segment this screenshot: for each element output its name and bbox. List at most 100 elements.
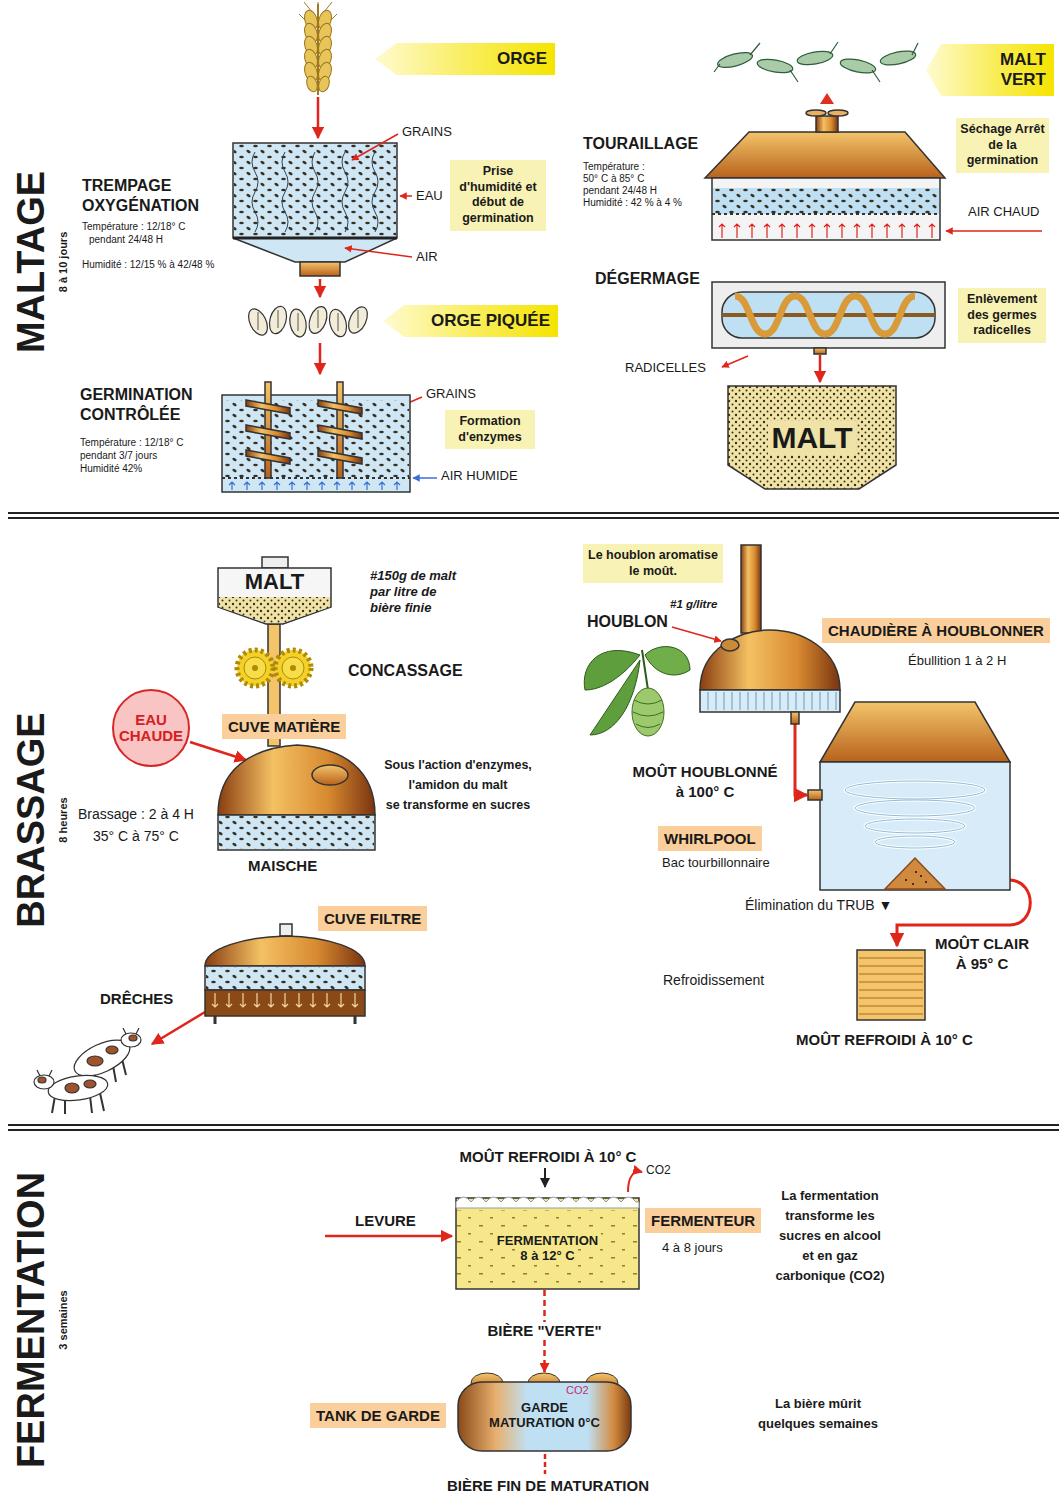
edge-label: BIÈRE "VERTE" (483, 1322, 605, 1340)
sprouted-barley (258, 310, 358, 331)
step-tag: FERMENTEUR (645, 1208, 761, 1233)
green-malt (714, 42, 918, 82)
hop-kettle (700, 630, 840, 690)
germination-tank (246, 400, 290, 414)
kiln (713, 188, 939, 214)
maturation-tank (458, 1382, 631, 1451)
note-box: Enlèvement des germes radicelles (958, 288, 1046, 343)
node-text: Formation d'enzymes (449, 414, 531, 445)
text-label: #1 g/litre (670, 598, 717, 612)
node-text: Le houblon aromatise le moût. (587, 548, 719, 579)
text-label: HOUBLON (587, 612, 668, 631)
text-label: #150g de malt (370, 568, 456, 584)
germination-tank (318, 450, 362, 464)
steeping-tank (233, 237, 397, 240)
germination-tank (246, 450, 290, 464)
mash-tun (312, 765, 348, 785)
crusher-rollers (252, 665, 258, 671)
malt-hopper (219, 597, 330, 623)
text-label: CONCASSAGE (348, 661, 463, 680)
whirlpool-tank (865, 819, 965, 833)
steeping-tank (233, 143, 397, 262)
text-label: Température : 12/18° C (82, 221, 186, 233)
text-label: Humidité 42% (80, 463, 142, 475)
degermination-trough (712, 282, 945, 348)
degermination-trough (712, 282, 945, 354)
arrow-tag (926, 44, 1054, 96)
text-label: Ébullition 1 à 2 H (908, 653, 1006, 669)
separator (8, 1129, 1059, 1131)
malt-silo (728, 386, 896, 489)
lauter-tun (205, 924, 365, 1024)
text-label: AIR (416, 249, 438, 265)
hop-kettle (708, 692, 836, 710)
green-malt (879, 48, 917, 67)
note-box: Prise d'humidité et début de germination (450, 160, 546, 231)
whirlpool-tank (885, 858, 945, 889)
step-tag: CHAUDIÈRE À HOUBLONNER (822, 618, 1050, 643)
text-label: TOURAILLAGE (583, 134, 698, 153)
node-text: MALT VERT (956, 50, 1046, 90)
separator (8, 512, 1059, 514)
text-label: 35° C à 75° C (93, 828, 179, 845)
text-label: Élimination du TRUB ▼ (745, 897, 892, 914)
flow-arrow (319, 343, 322, 374)
flow-arrow (352, 134, 398, 160)
flow-arrow (544, 1168, 546, 1187)
flow-arrow (345, 248, 412, 257)
flow-arrow (413, 477, 437, 479)
flow-arrow (152, 1012, 205, 1044)
node-text: ORGE PIQUÉE (413, 311, 550, 331)
text-label: MOÛT CLAIR (935, 935, 1029, 953)
node-text: MALT (768, 421, 855, 455)
text-label: à 100° C (676, 783, 735, 801)
text-label: MOÛT HOUBLONNÉ (633, 763, 778, 781)
text-label: MOÛT REFROIDI À 10° C (460, 1148, 637, 1166)
cows (37, 1070, 52, 1076)
flow-arrow (319, 279, 322, 297)
germination-tank (318, 425, 362, 439)
degermination-trough (735, 296, 915, 334)
mash-tun (219, 816, 374, 849)
text-label: À 95° C (956, 955, 1009, 973)
cows (106, 1046, 118, 1054)
hop-plant (632, 688, 664, 736)
text-label: RADICELLES (625, 360, 706, 376)
whirlpool-tank (820, 762, 1010, 890)
text-label: MOÛT REFROIDI À 10° C (796, 1031, 973, 1049)
text-label: Bac tourbillonnaire (662, 855, 770, 871)
node-text: Prise d'humidité et début de germination (454, 164, 542, 227)
text-label: carbonique (CO2) (775, 1268, 884, 1284)
flow-arrow (190, 742, 246, 760)
node-text: Enlèvement des germes radicelles (962, 292, 1042, 339)
node-text: CHAUDIÈRE À HOUBLONNER (828, 621, 1044, 640)
lauter-tun (206, 967, 364, 989)
crusher-rollers (237, 650, 311, 686)
text-label: Sous l'action d'enzymes, (384, 758, 532, 773)
degermination-trough (722, 292, 935, 338)
node-text: ORGE (405, 49, 547, 69)
whirlpool-tank (875, 836, 955, 848)
note-box: Formation d'enzymes (445, 410, 535, 449)
text-label: LEVURE (355, 1212, 416, 1230)
node-text: Séchage Arrêt de la germination (960, 122, 1045, 169)
whirlpool-tank (845, 781, 985, 848)
arrow-tag: ORGE (375, 43, 555, 75)
node-text: MATURATION 0°C (486, 1415, 603, 1430)
kiln (705, 132, 945, 178)
text-label: TREMPAGE (82, 176, 171, 195)
germination-tank (246, 425, 290, 439)
crusher-rollers (275, 650, 311, 686)
flow-arrow (152, 97, 1042, 1474)
green-malt (716, 50, 754, 71)
step-tag: CUVE MATIÈRE (222, 714, 346, 739)
section-title: BRASSAGE (9, 712, 55, 927)
hop-plant (590, 660, 640, 735)
cows (65, 1083, 79, 1093)
barley-ear (302, 9, 334, 94)
water-circle: EAU CHAUDE (112, 689, 190, 767)
crusher-rollers (237, 650, 273, 686)
node-text: CUVE FILTRE (324, 909, 421, 928)
text-label: et en gaz (802, 1248, 858, 1264)
step-tag: CUVE FILTRE (318, 906, 427, 931)
